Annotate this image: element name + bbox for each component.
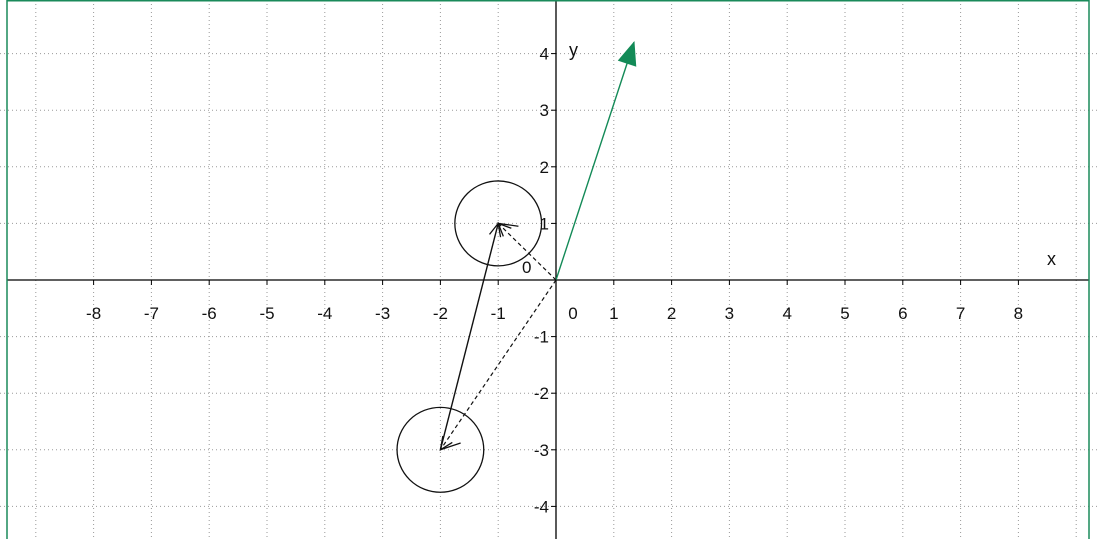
x-tick-label: 1 (609, 304, 618, 323)
x-tick-label: -8 (86, 304, 101, 323)
vector-lower-to-upper (439, 223, 499, 450)
y-tick-label: -2 (534, 384, 549, 403)
x-tick-label: -5 (259, 304, 274, 323)
tick-mark-upper (498, 222, 519, 227)
y-tick-label: 4 (540, 45, 549, 64)
y-tick-label: 1 (540, 214, 549, 233)
tick-mark-lower (440, 442, 461, 451)
y-tick-label: 3 (540, 101, 549, 120)
x-tick-label: -2 (433, 304, 448, 323)
dashed-origin-to-upper-arrowhead (497, 222, 512, 237)
x-tick-label: 7 (956, 304, 965, 323)
green-vector (555, 42, 635, 281)
dashed-origin-to-lower (439, 279, 557, 451)
y-tick-label: -1 (534, 328, 549, 347)
shapes (396, 41, 637, 493)
x-tick-label: 2 (667, 304, 676, 323)
x-tick-label: 3 (725, 304, 734, 323)
dashed-origin-to-lower-arrowhead (439, 435, 453, 452)
x-tick-label: -7 (144, 304, 159, 323)
y-axis-label: y (569, 40, 578, 60)
x-tick-label: 0 (568, 304, 577, 323)
x-tick-label: -4 (317, 304, 332, 323)
x-tick-label: 4 (782, 304, 791, 323)
x-tick-label: 8 (1014, 304, 1023, 323)
x-tick-label: -6 (202, 304, 217, 323)
origin-label: 0 (522, 258, 531, 277)
y-tick-label: 2 (540, 158, 549, 177)
tick-labels: -8 -7 -6 -5 -4 -3 -2 -1 0 1 2 3 4 5 6 7 8 -4 -3 -2 -1 1 2 3 4 (86, 45, 1023, 517)
y-tick-label: -4 (534, 497, 549, 516)
x-tick-label: -3 (375, 304, 390, 323)
green-vector-arrowhead (617, 41, 637, 67)
x-tick-label: 5 (840, 304, 849, 323)
x-tick-label: 6 (898, 304, 907, 323)
y-tick-label: -3 (534, 441, 549, 460)
circle-lower (396, 406, 485, 493)
plot-frame (6, 0, 1090, 539)
x-tick-label: -1 (491, 304, 506, 323)
circle-upper (454, 180, 543, 267)
x-axis-label: x (1047, 249, 1056, 269)
axes (7, 0, 1089, 539)
